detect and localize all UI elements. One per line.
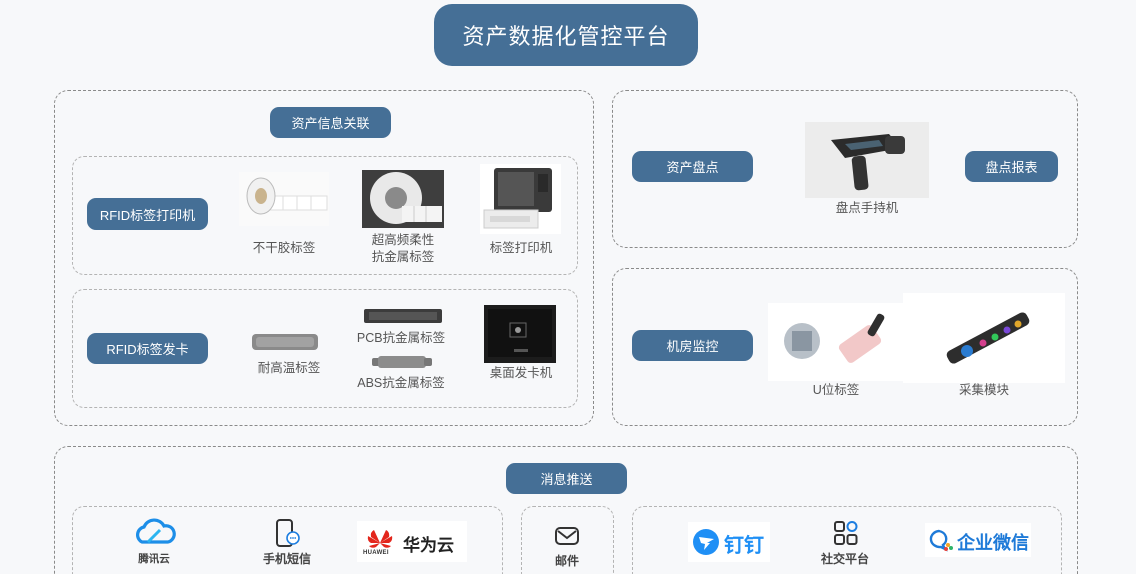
handheld-reader-caption: 盘点手持机 (835, 201, 899, 215)
abs-tag-caption: ABS抗金属标签 (357, 376, 445, 390)
collector-module-image (903, 293, 1065, 383)
machine-room-panel (612, 268, 1078, 426)
handheld-reader-image (805, 122, 929, 198)
label-printer-image (480, 164, 561, 234)
sms-phone-icon[interactable] (274, 518, 302, 548)
high-temp-tag-image (250, 331, 320, 353)
uhf-flex-tag-caption: 超高频柔性抗金属标签 (343, 232, 463, 266)
label-printer-caption: 标签打印机 (489, 241, 553, 255)
high-temp-tag-caption: 耐高温标签 (257, 361, 321, 375)
social-platform-label: 社交平台 (820, 552, 869, 566)
u-position-tag-image (768, 303, 904, 381)
rfid-issue-group (72, 289, 578, 408)
pcb-tag-caption: PCB抗金属标签 (356, 331, 446, 345)
sticker-label-image (239, 172, 329, 226)
message-header[interactable]: 消息推送 (506, 463, 627, 494)
mail-icon[interactable] (553, 525, 581, 547)
huawei-cloud-logo[interactable]: HUAWEI 华为云 (357, 521, 467, 562)
uhf-flex-tag-image (362, 170, 444, 228)
asset-info-header[interactable]: 资产信息关联 (270, 107, 391, 138)
tencent-cloud-icon[interactable] (130, 518, 178, 546)
wecom-label: 企业微信 (957, 533, 1029, 553)
desktop-issuer-caption: 桌面发卡机 (489, 366, 553, 380)
platform-title: 资产数据化管控平台 (434, 4, 698, 66)
huawei-cloud-label: 华为云 (403, 536, 454, 555)
inventory-report-button[interactable]: 盘点报表 (965, 151, 1058, 182)
message-group-social (632, 506, 1062, 574)
tencent-cloud-label: 腾讯云 (138, 553, 170, 565)
wecom-icon (929, 529, 953, 552)
machine-room-button[interactable]: 机房监控 (632, 330, 753, 361)
inventory-button[interactable]: 资产盘点 (632, 151, 753, 182)
sticker-label-caption: 不干胶标签 (252, 241, 316, 255)
rfid-printer-button[interactable]: RFID标签打印机 (87, 198, 208, 230)
mail-label: 邮件 (554, 554, 579, 568)
dingtalk-icon (693, 529, 719, 555)
pcb-tag-image (363, 307, 443, 325)
asset-info-panel (54, 90, 594, 426)
message-group-email (521, 506, 614, 574)
u-position-tag-caption: U位标签 (812, 383, 860, 397)
rfid-issue-button[interactable]: RFID标签发卡 (87, 333, 208, 364)
dingtalk-logo[interactable]: 钉钉 (688, 522, 770, 562)
sms-label: 手机短信 (262, 552, 311, 566)
rfid-printer-group (72, 156, 578, 275)
inventory-panel (612, 90, 1078, 248)
huawei-flower-icon (367, 530, 393, 548)
huawei-brand-text: HUAWEI (363, 550, 389, 556)
social-platform-icon[interactable] (832, 519, 860, 547)
uhf-flex-tag-caption-line: 超高频柔性 (371, 233, 435, 247)
abs-tag-image (372, 354, 432, 370)
dingtalk-label: 钉钉 (724, 535, 764, 557)
message-group-cloud (72, 506, 503, 574)
collector-module-caption: 采集模块 (958, 383, 1009, 397)
message-panel (54, 446, 1078, 574)
uhf-flex-tag-caption-line: 抗金属标签 (371, 250, 435, 264)
desktop-issuer-image (484, 305, 556, 363)
wecom-logo[interactable]: 企业微信 (925, 523, 1031, 557)
